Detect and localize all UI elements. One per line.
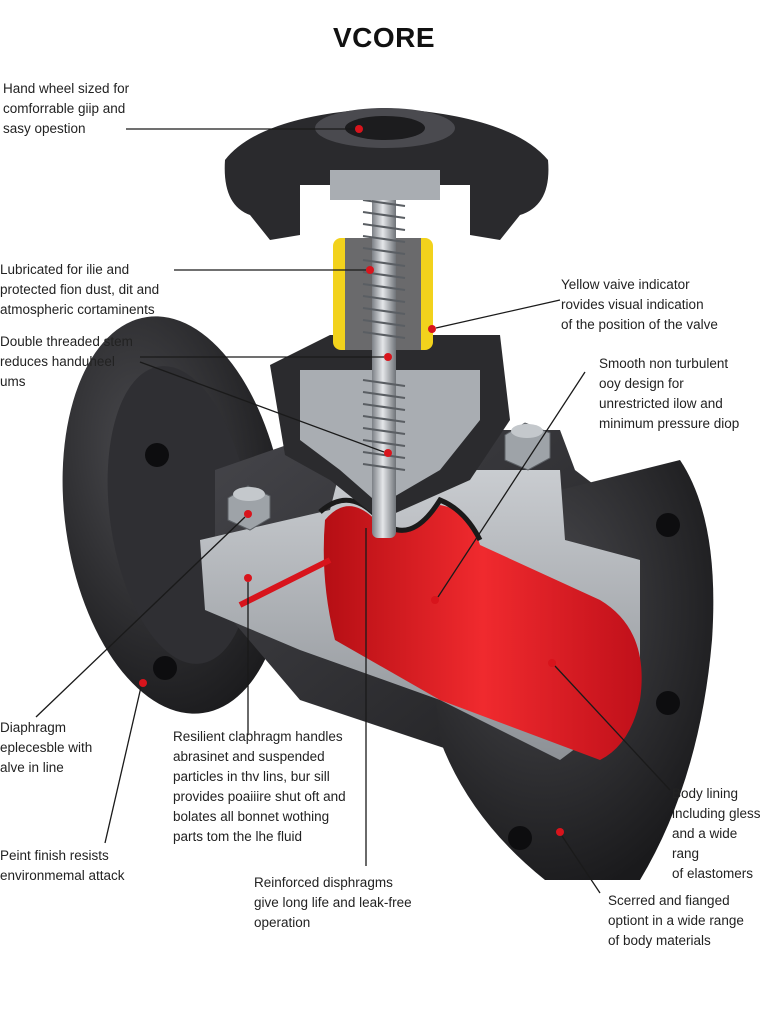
callout-screwed-flanged: Scerred and fianged optiont in a wide ra… xyxy=(608,893,744,948)
callout-paint-finish: Peint finish resists environmemal attack xyxy=(0,848,125,883)
callout-reinforced: Reinforced disphragms give long life and… xyxy=(254,875,412,930)
bonnet-bolt-right xyxy=(504,422,551,471)
diaphragm xyxy=(318,496,483,542)
callout-yellow-indicator: Yellow vaive indicator rovides visual in… xyxy=(561,277,718,332)
leader-dot-paint xyxy=(139,679,147,687)
hand-wheel xyxy=(224,108,549,240)
leader-dots xyxy=(244,125,556,667)
callout-double-threaded: Double threaded stem reduces handuheel u… xyxy=(0,334,133,389)
callout-body-lining: Body lining including gless and a wide r… xyxy=(672,786,761,881)
page-title: VCORE xyxy=(332,22,436,53)
callout-resilient: Resilient claphragm handles abrasinet an… xyxy=(173,729,346,844)
callout-diaphragm-replace: Diaphragm eplecesble with alve in line xyxy=(0,720,93,775)
stem-threads xyxy=(362,199,406,471)
red-lining xyxy=(323,505,642,760)
threaded-stem xyxy=(372,148,396,538)
callout-hand-wheel: Hand wheel sized for comforrable giip an… xyxy=(3,81,130,136)
leader-dot-screwed xyxy=(556,828,564,836)
callout-smooth-body: Smooth non turbulent ooy design for unre… xyxy=(599,356,740,431)
callout-lubricated: Lubricated for ilie and protected fion d… xyxy=(0,262,160,317)
bonnet-bolt-left xyxy=(227,485,271,531)
leader-lines xyxy=(35,128,671,894)
